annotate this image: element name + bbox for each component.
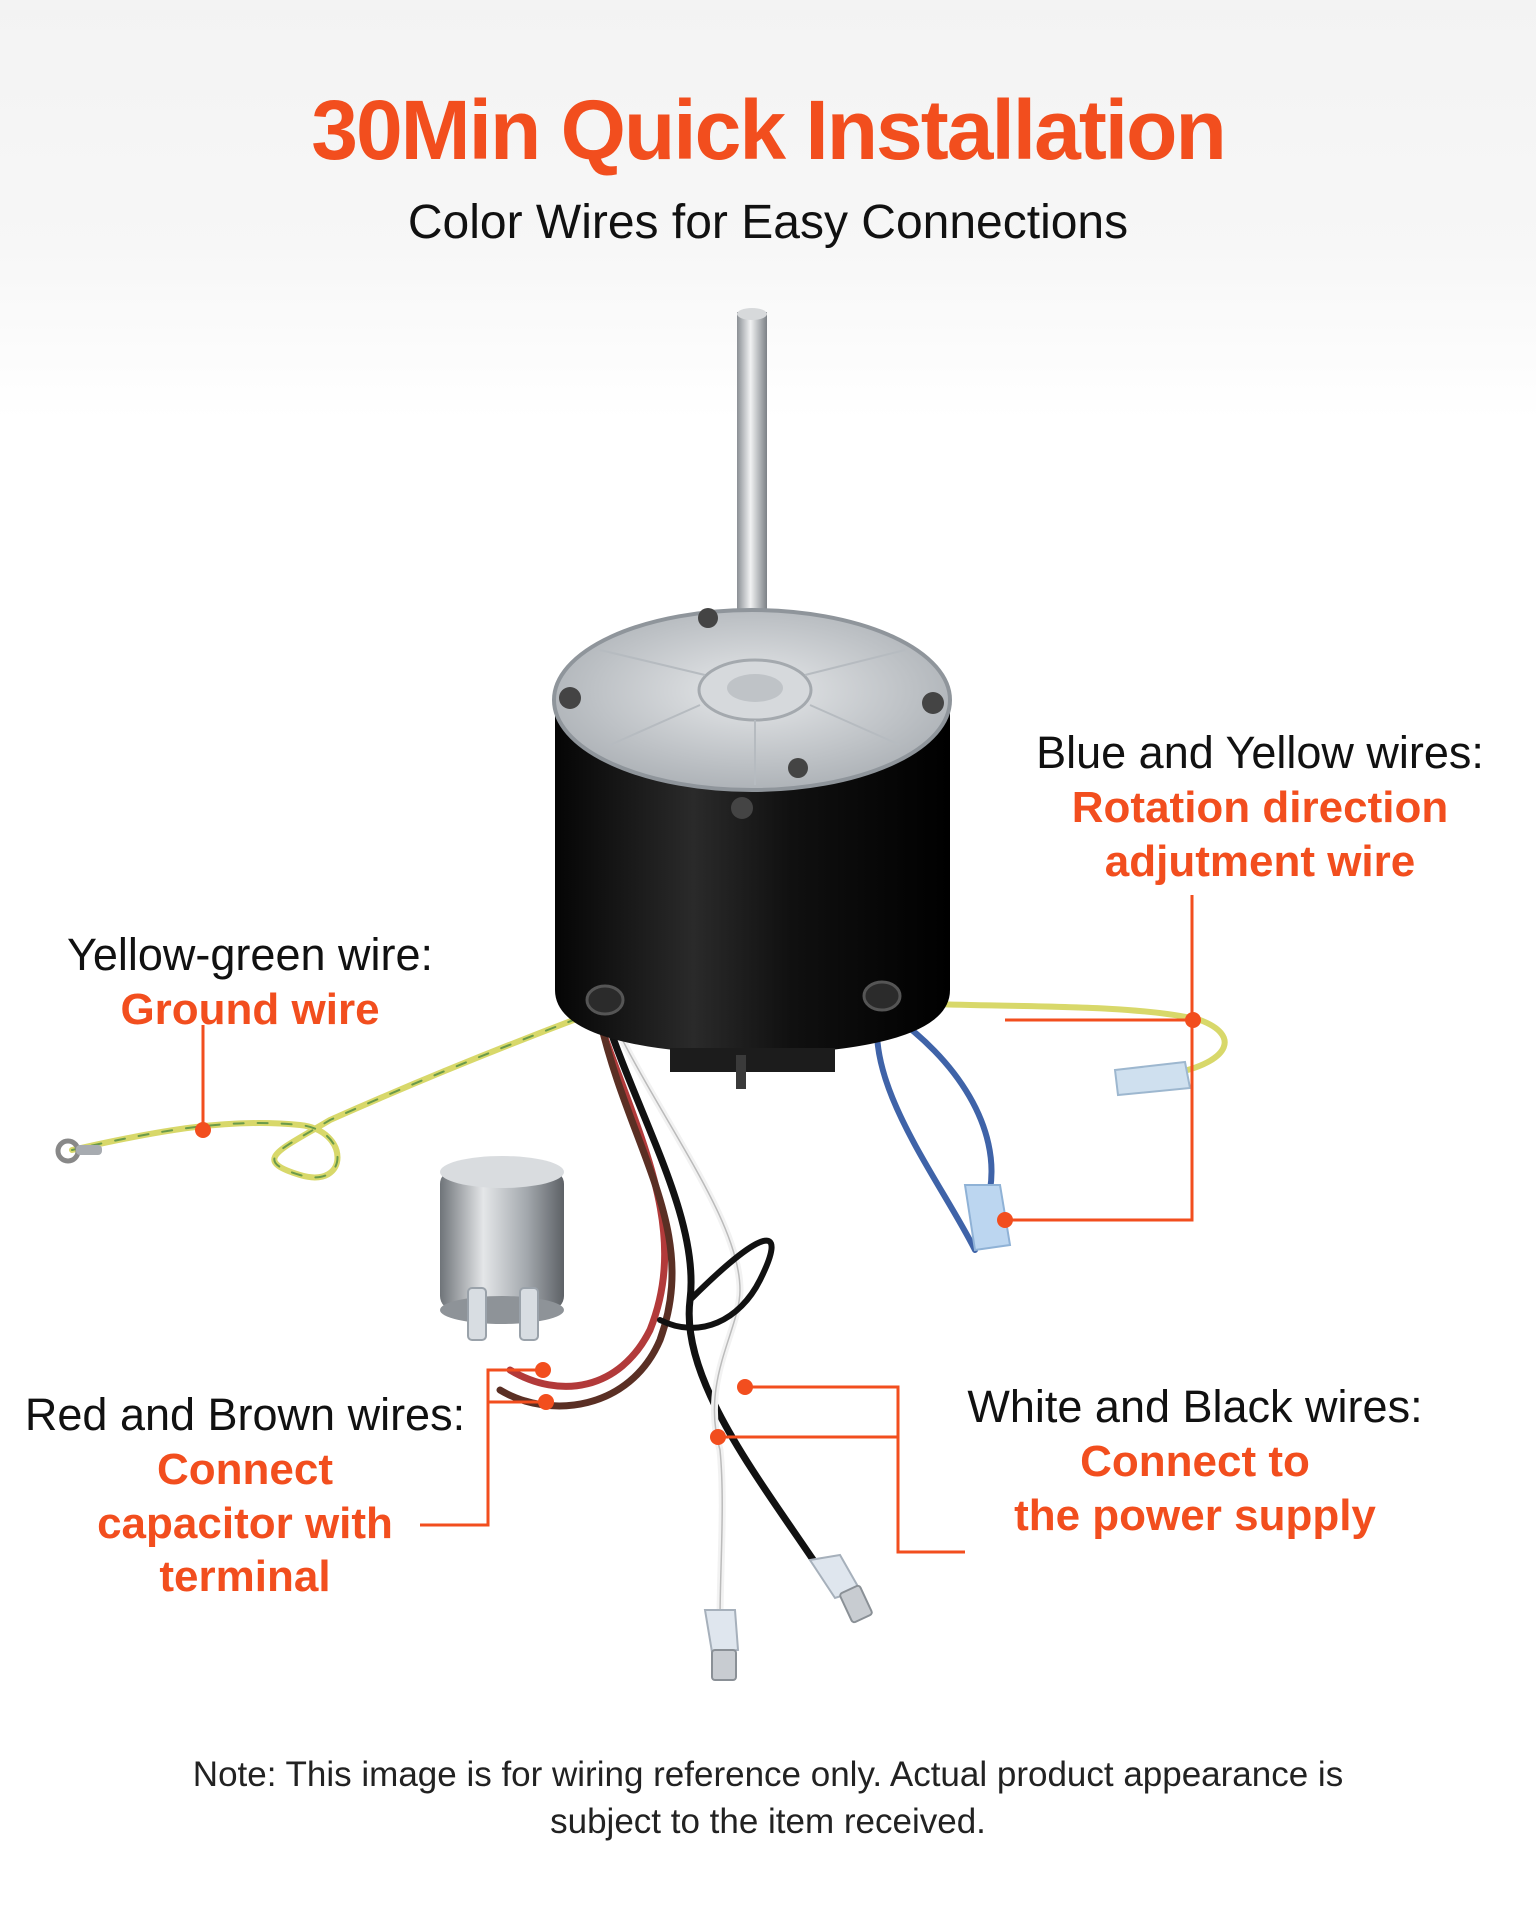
ground-ring-terminal — [55, 1138, 102, 1164]
page-subtitle: Color Wires for Easy Connections — [407, 196, 1129, 249]
capacitor — [440, 1156, 564, 1341]
disclaimer-note: Note: This image is for wiring reference… — [120, 1752, 1416, 1845]
callout-power-line-2: the power supply — [1014, 1490, 1376, 1540]
callout-rotation-heading: Blue and Yellow wires: — [1036, 727, 1484, 778]
disclaimer-note-line-2: subject to the item received. — [550, 1801, 986, 1841]
blue-wire-connector — [963, 1184, 1012, 1252]
callout-capacitor-heading: Red and Brown wires: — [24, 1389, 466, 1440]
rotation-wires — [873, 997, 1228, 1253]
motor-body — [552, 608, 952, 1089]
callout-power: White and Black wires: Connect to the po… — [950, 1380, 1440, 1542]
header-background — [0, 0, 1536, 420]
callout-ground-heading: Yellow-green wire: — [66, 929, 434, 980]
callout-capacitor-line-1: Connect — [157, 1444, 333, 1494]
callout-capacitor: Red and Brown wires: Connect capacitor w… — [10, 1388, 480, 1604]
callout-capacitor-line-3: terminal — [159, 1552, 331, 1602]
callout-ground-line-1: Ground wire — [120, 984, 380, 1034]
page-title: 30Min Quick Installation — [311, 83, 1227, 177]
callout-rotation: Blue and Yellow wires: Rotation directio… — [1010, 726, 1510, 888]
callout-ground: Yellow-green wire: Ground wire — [30, 928, 470, 1037]
ground-wire — [69, 1007, 603, 1181]
callout-power-line-1: Connect to — [1080, 1436, 1310, 1486]
yellow-wire-connector — [1113, 1060, 1192, 1097]
callout-rotation-line-2: adjutment wire — [1104, 836, 1416, 886]
spade-terminals — [703, 1553, 873, 1681]
callout-capacitor-line-2: capacitor with — [97, 1498, 393, 1548]
callout-dots — [195, 1012, 1201, 1445]
callout-lines — [201, 895, 1194, 1554]
callout-rotation-line-1: Rotation direction — [1071, 782, 1449, 832]
power-and-capacitor-wires — [496, 1011, 824, 1624]
callout-power-heading: White and Black wires: — [967, 1381, 1423, 1432]
disclaimer-note-line-1: Note: This image is for wiring reference… — [192, 1755, 1344, 1794]
